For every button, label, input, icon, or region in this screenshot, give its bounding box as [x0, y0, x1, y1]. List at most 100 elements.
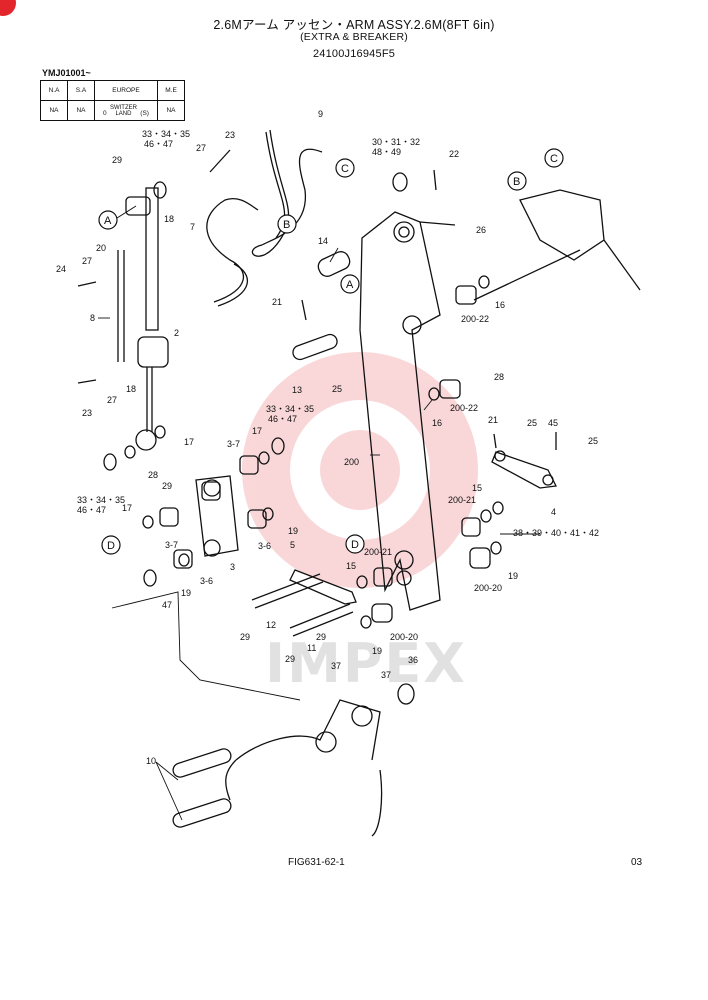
part-label: 13	[292, 385, 302, 395]
part-label: 28	[148, 470, 158, 480]
callout-d-center: D	[345, 534, 365, 554]
part-label: 17	[122, 503, 132, 513]
region-value-europe: 0 SWITZER LAND (S)	[94, 100, 158, 121]
callout-d-left: D	[101, 535, 121, 555]
part-label: 15	[472, 483, 482, 493]
link-4	[491, 450, 557, 489]
part-label: 37	[331, 661, 341, 671]
part-label: 37	[381, 670, 391, 680]
part-label: 9	[318, 109, 323, 119]
part-label: 36	[408, 655, 418, 665]
part-label: 8	[90, 313, 95, 323]
part-label: 25	[588, 436, 598, 446]
part-label: 4	[551, 507, 556, 517]
part-label: 16	[495, 300, 505, 310]
callout-a-left: A	[98, 205, 137, 230]
part-label: 20	[96, 243, 106, 253]
part-label: 200-22	[461, 314, 489, 324]
part-label: 47	[162, 600, 172, 610]
part-label: 15	[346, 561, 356, 571]
part-label: 5	[290, 540, 295, 550]
part-label: 3-7	[165, 540, 178, 550]
cylinder	[117, 187, 169, 451]
part-label: 38・39・40・41・42	[513, 528, 599, 538]
page-number: 03	[631, 857, 643, 868]
callout-a-arm: A	[340, 274, 360, 294]
part-label: 19	[372, 646, 382, 656]
part-label: 27	[107, 395, 117, 405]
callout-c-boom: C	[544, 148, 564, 168]
region-value-me: NA	[157, 100, 185, 121]
part-label: 11	[307, 643, 316, 653]
part-label: 200	[344, 457, 359, 467]
callouts: A B C A B C D D	[98, 148, 564, 555]
pin-13	[292, 333, 338, 361]
part-label: 23	[82, 408, 92, 418]
svg-text:D: D	[351, 539, 359, 551]
part-label: 200-21	[448, 495, 476, 505]
part-label: 21	[272, 297, 282, 307]
part-label: 29	[112, 155, 122, 165]
part-label: 26	[476, 225, 486, 235]
part-label: 200-20	[390, 632, 418, 642]
page-subtitle: (EXTRA & BREAKER)	[300, 31, 408, 43]
part-label: 17	[184, 437, 194, 447]
part-label: 200-22	[450, 403, 478, 413]
part-label: 18	[126, 384, 136, 394]
part-label: 7	[190, 222, 195, 232]
part-label: 33・34・35	[142, 129, 190, 139]
part-label: 10	[146, 756, 156, 766]
part-label: 3-6	[200, 576, 213, 586]
part-label: 200-21	[364, 547, 392, 557]
part-label: 2	[174, 328, 179, 338]
leader-lines	[98, 247, 540, 821]
part-label: 17	[252, 426, 262, 436]
serial-range: YMJ01001~	[42, 68, 91, 78]
part-label: 200-20	[474, 583, 502, 593]
svg-text:A: A	[104, 215, 112, 227]
link-5	[289, 569, 357, 605]
part-label: 12	[266, 620, 276, 630]
part-label: 33・34・35	[266, 404, 314, 414]
part-label: 19	[288, 526, 298, 536]
bucket-linkage	[225, 699, 383, 837]
region-value-na: NA	[40, 100, 68, 121]
svg-text:B: B	[283, 219, 290, 231]
part-label: 24	[56, 264, 66, 274]
part-label: 25	[527, 418, 537, 428]
figure-number: FIG631-62-1	[288, 857, 345, 868]
part-label: 46・47	[268, 414, 297, 424]
svg-text:C: C	[550, 153, 558, 165]
part-label: 29	[285, 654, 295, 664]
watermark-logo	[242, 352, 478, 588]
svg-text:D: D	[107, 540, 115, 552]
page-title: 2.6Mアーム アッセン・ARM ASSY.2.6M(8FT 6in)	[213, 18, 495, 32]
pin-12	[251, 573, 324, 609]
part-label: 46・47	[77, 505, 106, 515]
part-label: 30・31・32	[372, 137, 420, 147]
washers	[103, 172, 504, 705]
pin-14	[317, 251, 351, 277]
region-table: N.A S.A EUROPE M.E NA NA 0 SWITZER LAND …	[40, 80, 185, 121]
part-label: 28	[494, 372, 504, 382]
corner-marker	[0, 0, 16, 16]
part-label: 45	[548, 418, 558, 428]
part-label: 18	[164, 214, 174, 224]
part-label: 27	[196, 143, 206, 153]
svg-text:A: A	[346, 279, 354, 291]
part-label: 14	[318, 236, 328, 246]
part-label: 22	[449, 149, 459, 159]
part-label: 33・34・35	[77, 495, 125, 505]
part-label: 3-6	[258, 541, 271, 551]
part-label: 46・47	[144, 139, 173, 149]
svg-text:B: B	[513, 176, 520, 188]
bolts	[77, 149, 557, 450]
bushings	[159, 285, 491, 623]
callout-b-boom: B	[507, 171, 527, 191]
part-label: 16	[432, 418, 442, 428]
part-label: 48・49	[372, 147, 401, 157]
part-label: 3	[230, 562, 235, 572]
part-label: 3-7	[227, 439, 240, 449]
callout-b-hose: B	[277, 214, 297, 234]
part-label: 29	[162, 481, 172, 491]
